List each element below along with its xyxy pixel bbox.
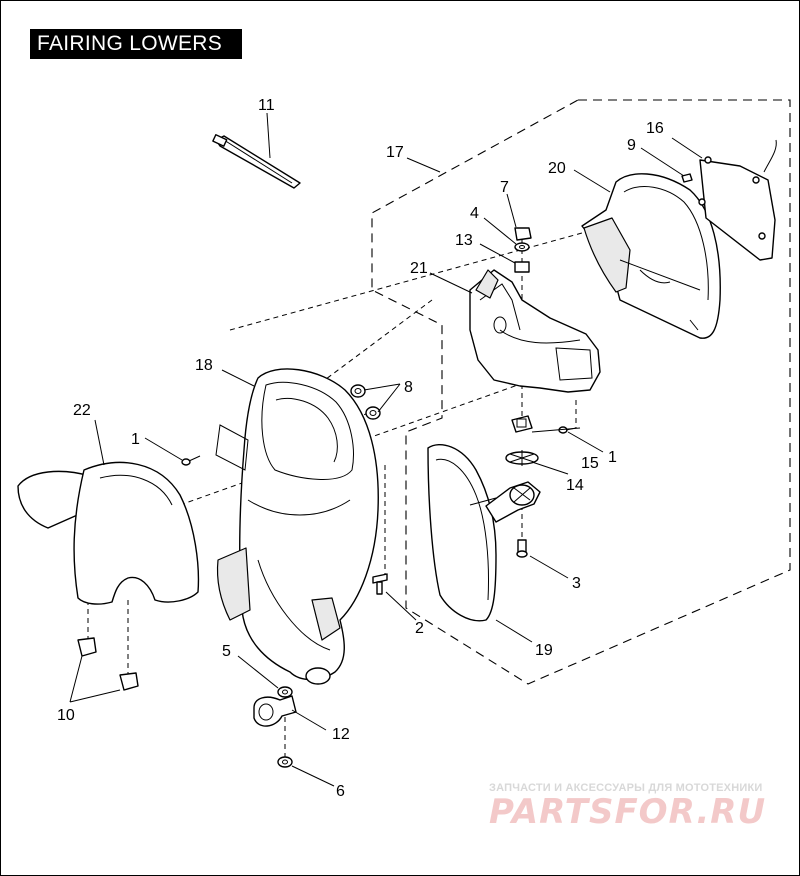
callout-7: 7	[500, 179, 509, 196]
fairing-lower-body-part	[215, 368, 379, 685]
screw-lower	[372, 573, 388, 595]
callout-13: 13	[455, 232, 473, 249]
fairing-outer-cover-part	[17, 461, 200, 605]
callout-21: 21	[410, 260, 428, 277]
callout-15: 15	[581, 455, 599, 472]
glove-box-bracket-part	[469, 269, 601, 393]
cable-strap-part	[212, 134, 301, 189]
grommet-pair	[350, 384, 381, 420]
nut-and-screw-right	[511, 415, 577, 434]
callout-5: 5	[222, 643, 231, 660]
nut-washer-spacer-stack	[514, 227, 532, 273]
callout-11: 11	[258, 97, 275, 114]
callout-3: 3	[572, 575, 581, 592]
callout-17: 17	[386, 144, 404, 161]
screw-left	[181, 455, 201, 466]
diagram-title: FAIRING LOWERS	[30, 29, 242, 59]
callout-19: 19	[535, 642, 553, 659]
callout-16: 16	[646, 120, 664, 137]
washer-clamp-nut	[253, 686, 297, 768]
callout-20: 20	[548, 160, 566, 177]
glove-box-liner-part	[581, 173, 721, 339]
callout-4: 4	[470, 205, 479, 222]
callout-8: 8	[404, 379, 413, 396]
door-latch-part	[485, 450, 541, 558]
assembly-boundary	[371, 99, 791, 685]
glove-box-door-part	[427, 444, 497, 622]
callout-14: 14	[566, 477, 584, 494]
callout-1-right: 1	[608, 449, 617, 466]
callout-labels: 11 17 16 9 20 7 4 13 21 18 8 22 1 1 15 1…	[57, 97, 664, 800]
callout-6: 6	[336, 783, 345, 800]
watermark-logo: PARTSFOR.RU	[489, 792, 767, 832]
callout-9: 9	[627, 137, 636, 154]
callout-1-left: 1	[131, 431, 140, 448]
callout-10: 10	[57, 707, 75, 724]
speed-nut-clips	[77, 637, 139, 691]
leader-lines	[69, 112, 703, 787]
cover-plate-part	[681, 139, 777, 261]
callout-18: 18	[195, 357, 213, 374]
alignment-line	[229, 232, 583, 331]
callout-22: 22	[73, 402, 91, 419]
callout-12: 12	[332, 726, 350, 743]
watermark-tagline: ЗАПЧАСТИ И АКСЕССУАРЫ ДЛЯ МОТОТЕХНИКИ	[489, 782, 763, 794]
callout-2: 2	[415, 620, 424, 637]
